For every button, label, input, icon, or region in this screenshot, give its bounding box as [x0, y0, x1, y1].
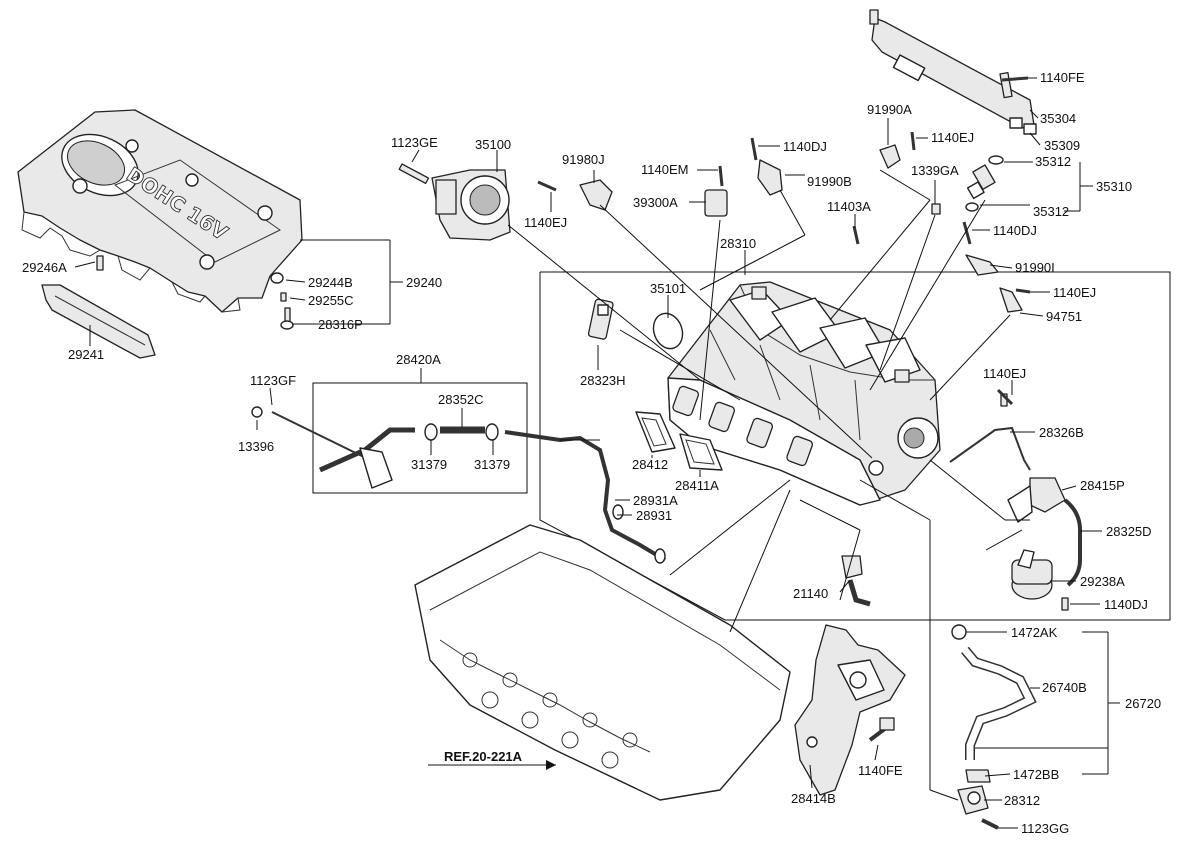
label-28931A: 28931A [633, 493, 678, 508]
label-31379-a: 31379 [411, 457, 447, 472]
hose-kit [251, 406, 667, 564]
brackets [579, 144, 1069, 611]
label-13396: 13396 [238, 439, 274, 454]
hose-kit-box [312, 382, 528, 494]
label-35312-a: 35312 [1035, 154, 1071, 169]
throttle-gasket [652, 312, 684, 350]
label-39300A: 39300A [633, 195, 678, 210]
label-28310: 28310 [720, 236, 756, 251]
label-29255C: 29255C [308, 293, 354, 308]
label-1140FE: 1140FE [1040, 70, 1085, 85]
label-1123GE: 1123GE [391, 135, 438, 150]
label-26740B: 26740B [1042, 680, 1087, 695]
label-35304: 35304 [1040, 111, 1076, 126]
bolts [537, 76, 1031, 406]
label-1140EJ: 1140EJ [524, 215, 567, 230]
label-28325D: 28325D [1106, 524, 1152, 539]
label-28323H: 28323H [580, 373, 626, 388]
label-21140: 21140 [793, 586, 828, 601]
label-1339GA: 1339GA [911, 163, 959, 178]
label-1140FE: 1140FE [858, 763, 903, 778]
oil-filler-part [841, 555, 871, 607]
label-28412: 28412 [632, 457, 668, 472]
fuel-injector [965, 155, 1004, 212]
label-28312: 28312 [1004, 793, 1040, 808]
cover-fasteners [96, 255, 294, 330]
pcv-hose-assembly [951, 624, 1037, 830]
label-35100: 35100 [475, 137, 511, 152]
cylinder-head [414, 524, 791, 801]
part-labels: 1140FE 35304 35309 35312 35310 35312 919… [22, 70, 1161, 836]
label-28415P: 28415P [1080, 478, 1125, 493]
engine-cover: DOHC 16V [17, 109, 303, 313]
label-29244B: 29244B [308, 275, 353, 290]
throttle-body [398, 163, 511, 241]
label-28931: 28931 [636, 508, 672, 523]
label-1123GF: 1123GF [250, 373, 296, 388]
vacuum-components [949, 426, 1082, 600]
label-28316P: 28316P [318, 317, 363, 332]
label-29238A: 29238A [1080, 574, 1125, 589]
label-94751: 94751 [1046, 309, 1082, 324]
label-28414B: 28414B [791, 791, 836, 806]
label-1472AK: 1472AK [1011, 625, 1058, 640]
label-1123GG: 1123GG [1021, 821, 1069, 836]
label-31379-b: 31379 [474, 457, 510, 472]
label-35101: 35101 [650, 281, 686, 296]
label-91990A: 91990A [867, 102, 912, 117]
manifold-support-bracket [794, 624, 906, 796]
label-28420A: 28420A [396, 352, 441, 367]
label-1140DJ: 1140DJ [993, 223, 1037, 238]
leader-lines [74, 77, 1120, 829]
label-28326B: 28326B [1039, 425, 1084, 440]
label-91990B: 91990B [807, 174, 852, 189]
reference-arrow [546, 760, 556, 770]
label-35310: 35310 [1096, 179, 1132, 194]
label-29246A: 29246A [22, 260, 67, 275]
label-26720: 26720 [1125, 696, 1161, 711]
label-29241: 29241 [68, 347, 104, 362]
map-sensor [587, 298, 614, 340]
label-35312-b: 35312 [1033, 204, 1069, 219]
label-28411A: 28411A [675, 478, 719, 493]
manifold-gaskets [635, 411, 723, 471]
fuel-rail [869, 9, 1037, 135]
label-1140EJ: 1140EJ [931, 130, 974, 145]
label-1140EJ: 1140EJ [1053, 285, 1096, 300]
label-35309: 35309 [1044, 138, 1080, 153]
cover-bracket [41, 284, 156, 359]
label-1140DJ: 1140DJ [1104, 597, 1148, 612]
label-28352C: 28352C [438, 392, 484, 407]
label-1472BB: 1472BB [1013, 767, 1059, 782]
label-1140EJ: 1140EJ [983, 366, 1026, 381]
label-91990I: 91990I [1015, 260, 1055, 275]
label-1140EM: 1140EM [641, 162, 688, 177]
label-29240: 29240 [406, 275, 442, 290]
reference-label: REF.20-221A [444, 749, 523, 764]
intake-manifold [667, 281, 941, 506]
label-11403A: 11403A [827, 199, 871, 214]
label-1140DJ: 1140DJ [783, 139, 827, 154]
label-91980J: 91980J [562, 152, 605, 167]
